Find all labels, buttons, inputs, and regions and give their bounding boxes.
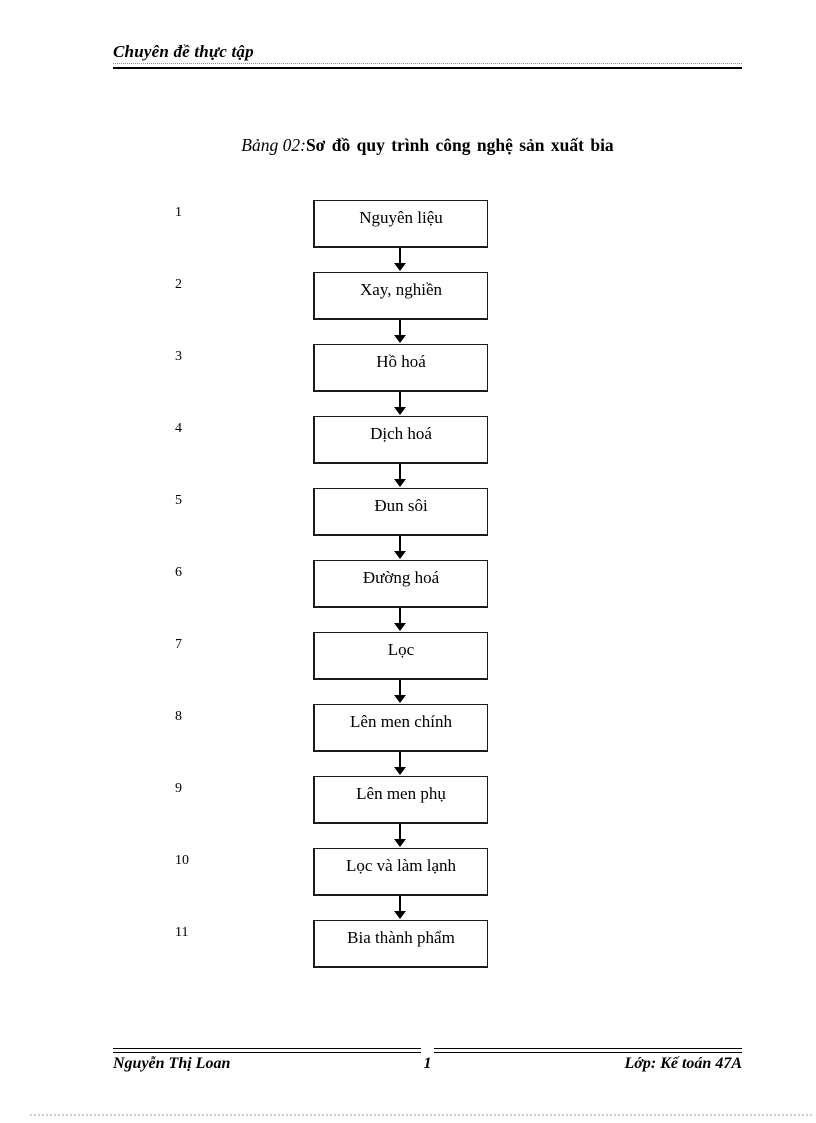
step-box: Dịch hoá	[313, 416, 488, 464]
flow-step-6: 6 Đường hoá	[113, 560, 613, 608]
step-box: Bia thành phẩm	[313, 920, 488, 968]
step-box: Lên men chính	[313, 704, 488, 752]
down-arrow-icon	[394, 320, 406, 344]
step-number: 6	[175, 565, 182, 580]
step-number: 9	[175, 781, 182, 796]
flow-step-7: 7 Lọc	[113, 632, 613, 680]
step-box: Nguyên liệu	[313, 200, 488, 248]
page-footer: Nguyễn Thị Loan 1 Lớp: Kế toán 47A	[113, 1048, 742, 1073]
step-box: Xay, nghiền	[313, 272, 488, 320]
down-arrow-icon	[394, 248, 406, 272]
down-arrow-icon	[394, 464, 406, 488]
down-arrow-icon	[394, 536, 406, 560]
step-number: 8	[175, 709, 182, 724]
caption-prefix: Bảng 02:	[241, 135, 306, 155]
process-flowchart: 1 Nguyên liệu 2 Xay, nghiền 3 Hồ hoá 4 D…	[113, 200, 613, 970]
header-title: Chuyên đề thực tập	[113, 42, 254, 61]
down-arrow-icon	[394, 896, 406, 920]
step-box: Đun sôi	[313, 488, 488, 536]
step-number: 1	[175, 205, 182, 220]
step-number: 2	[175, 277, 182, 292]
step-box: Lọc	[313, 632, 488, 680]
step-number: 3	[175, 349, 182, 364]
flow-step-9: 9 Lên men phụ	[113, 776, 613, 824]
step-number: 4	[175, 421, 182, 436]
footer-rule-right	[434, 1048, 742, 1053]
step-box: Lọc và làm lạnh	[313, 848, 488, 896]
flow-step-4: 4 Dịch hoá	[113, 416, 613, 464]
bottom-dotted-line	[30, 1114, 812, 1116]
step-number: 7	[175, 637, 182, 652]
footer-class: Lớp: Kế toán 47A	[624, 1055, 742, 1072]
step-box: Hồ hoá	[313, 344, 488, 392]
footer-rule	[113, 1048, 742, 1053]
down-arrow-icon	[394, 752, 406, 776]
flow-step-5: 5 Đun sôi	[113, 488, 613, 536]
flow-step-1: 1 Nguyên liệu	[113, 200, 613, 248]
figure-caption: Bảng 02:Sơ đồ quy trình công nghệ sản xu…	[113, 135, 742, 156]
footer-texts: Nguyễn Thị Loan 1 Lớp: Kế toán 47A	[113, 1055, 742, 1073]
step-number: 10	[175, 853, 189, 868]
flow-step-3: 3 Hồ hoá	[113, 344, 613, 392]
flow-step-10: 10 Lọc và làm lạnh	[113, 848, 613, 896]
step-number: 5	[175, 493, 182, 508]
caption-title: Sơ đồ quy trình công nghệ sản xuất bia	[305, 135, 614, 155]
footer-rule-left	[113, 1048, 421, 1053]
header-rule	[113, 63, 742, 69]
page-header: Chuyên đề thực tập	[113, 42, 742, 69]
down-arrow-icon	[394, 392, 406, 416]
down-arrow-icon	[394, 824, 406, 848]
down-arrow-icon	[394, 608, 406, 632]
step-number: 11	[175, 925, 189, 940]
footer-author: Nguyễn Thị Loan	[113, 1055, 231, 1072]
flow-step-2: 2 Xay, nghiền	[113, 272, 613, 320]
flow-step-11: 11 Bia thành phẩm	[113, 920, 613, 968]
page-number: 1	[423, 1055, 432, 1072]
flow-step-8: 8 Lên men chính	[113, 704, 613, 752]
step-box: Lên men phụ	[313, 776, 488, 824]
step-box: Đường hoá	[313, 560, 488, 608]
down-arrow-icon	[394, 680, 406, 704]
